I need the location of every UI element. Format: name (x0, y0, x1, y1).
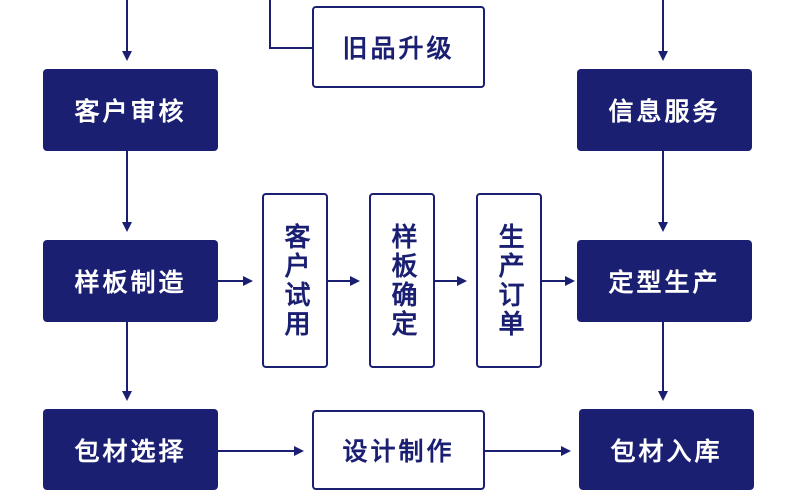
node-production-order: 生产订单 (476, 193, 542, 368)
node-packaging-storage: 包材入库 (579, 409, 754, 490)
node-info-service: 信息服务 (577, 69, 752, 151)
node-customer-review: 客户审核 (43, 69, 218, 151)
node-sample-confirm: 样板确定 (369, 193, 435, 368)
connector-to-old-product-upgrade (269, 0, 312, 49)
node-final-production: 定型生产 (577, 240, 752, 322)
node-customer-trial: 客户试用 (262, 193, 328, 368)
node-design-production: 设计制作 (312, 410, 485, 490)
node-packaging-selection: 包材选择 (43, 409, 218, 490)
node-old-product-upgrade: 旧品升级 (312, 6, 485, 88)
node-sample-making: 样板制造 (43, 240, 218, 322)
